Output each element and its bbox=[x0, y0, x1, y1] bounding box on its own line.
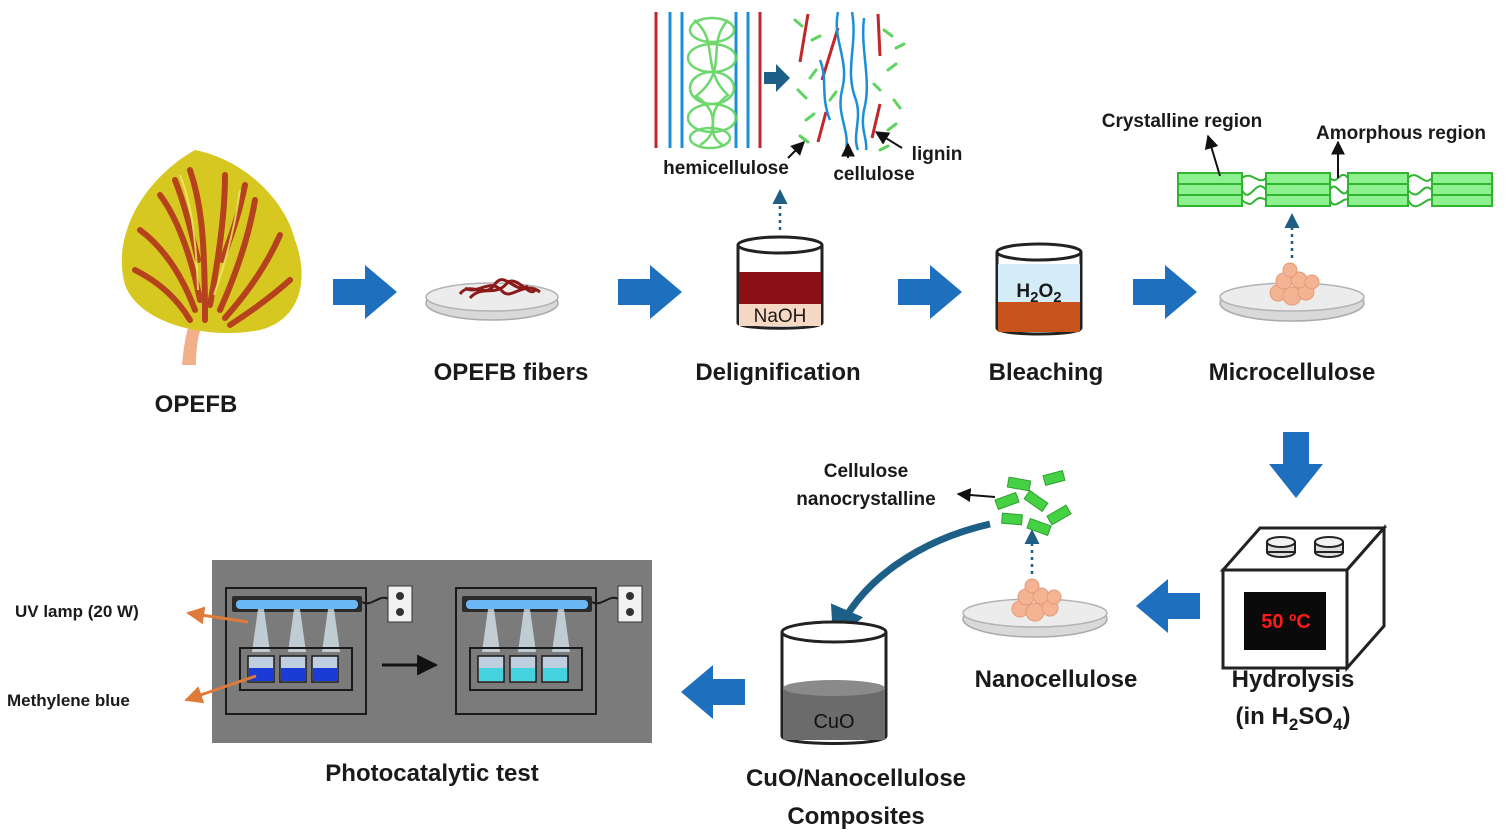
uv-lamp-pointer bbox=[186, 606, 249, 625]
nanocellulose-dish-icon bbox=[962, 578, 1108, 638]
composites-label-line2: Composites bbox=[787, 803, 924, 830]
hydrolysis-medium-sub2: 4 bbox=[1333, 715, 1343, 734]
hydrolysis-medium-sub1: 2 bbox=[1289, 715, 1298, 734]
nanocrystalline-label-line1: Cellulose bbox=[824, 461, 908, 482]
nanocellulose-label: Nanocellulose bbox=[975, 666, 1138, 693]
cellulose-chain-illustration bbox=[1177, 172, 1493, 208]
h2o2-o: O bbox=[1038, 281, 1053, 302]
reactor-knob-2 bbox=[1314, 536, 1344, 558]
flow-arrow-1 bbox=[333, 265, 397, 319]
nanocrystalline-label-line2: nanocrystalline bbox=[796, 489, 935, 510]
nanocrystalline-pointer bbox=[956, 488, 996, 502]
setup-before bbox=[225, 585, 413, 715]
cuo-beaker-icon bbox=[780, 620, 888, 745]
opefb-fibers-label: OPEFB fibers bbox=[434, 359, 589, 386]
h2o2-sub1: 2 bbox=[1030, 289, 1038, 306]
temperature-display: 50 ºC bbox=[1261, 611, 1311, 633]
opefb-bunch-icon bbox=[121, 150, 302, 365]
methylene-blue-pointer bbox=[184, 674, 257, 704]
amorphous-region-label: Amorphous region bbox=[1316, 123, 1486, 144]
hemicellulose-pointer bbox=[787, 141, 805, 159]
lignocellulose-after-illustration bbox=[793, 11, 906, 152]
hydrolysis-medium-prefix: (in H bbox=[1236, 703, 1289, 730]
microcellulose-dish-icon bbox=[1219, 262, 1365, 322]
lignocellulose-before-illustration bbox=[654, 12, 762, 150]
fibers-dish-icon bbox=[425, 278, 559, 321]
h2o2-sub2: 2 bbox=[1053, 289, 1061, 306]
hydrolysis-reactor-icon bbox=[1219, 524, 1388, 672]
methylene-blue-label: Methylene blue bbox=[7, 691, 130, 710]
composites-label-line1: CuO/Nanocellulose bbox=[746, 765, 966, 792]
photocatalytic-chamber bbox=[212, 560, 652, 743]
lignin-pointer bbox=[874, 131, 903, 149]
flow-arrow-down bbox=[1269, 432, 1323, 498]
h2o2-h: H bbox=[1016, 281, 1030, 302]
h2o2-beaker-icon bbox=[995, 242, 1083, 336]
bleaching-label: Bleaching bbox=[989, 359, 1104, 386]
transform-arrow-icon bbox=[764, 64, 790, 92]
hydrolysis-medium-mid: SO bbox=[1298, 703, 1333, 730]
flow-arrow-2 bbox=[618, 265, 682, 319]
flow-arrow-3 bbox=[898, 265, 962, 319]
hydrolysis-medium-label: (in H2SO4) bbox=[1236, 703, 1351, 734]
crystalline-pointer bbox=[1204, 134, 1221, 177]
flow-arrow-left-1 bbox=[1136, 579, 1200, 633]
photocatalytic-test-label: Photocatalytic test bbox=[325, 760, 538, 787]
h2o2-label: H2O2 bbox=[1016, 281, 1061, 306]
delignification-label: Delignification bbox=[695, 359, 860, 386]
nanocrystals-illustration bbox=[994, 469, 1072, 537]
transfer-curve-arrow bbox=[830, 520, 991, 643]
reactor-knob-1 bbox=[1266, 536, 1296, 558]
opefb-label: OPEFB bbox=[155, 391, 238, 418]
crystalline-region-label: Crystalline region bbox=[1102, 111, 1263, 132]
cuo-label: CuO bbox=[813, 711, 854, 733]
naoh-label: NaOH bbox=[754, 306, 807, 327]
cellulose-label: cellulose bbox=[833, 164, 914, 185]
hydrolysis-label: Hydrolysis bbox=[1232, 666, 1355, 693]
hydrolysis-medium-suffix: ) bbox=[1342, 703, 1350, 730]
flow-arrow-4 bbox=[1133, 265, 1197, 319]
uv-lamp-label: UV lamp (20 W) bbox=[15, 602, 139, 621]
flow-arrow-left-2 bbox=[681, 665, 745, 719]
hemicellulose-label: hemicellulose bbox=[663, 158, 789, 179]
lignin-label: lignin bbox=[912, 144, 963, 165]
microcellulose-label: Microcellulose bbox=[1209, 359, 1376, 386]
naoh-beaker-icon bbox=[736, 235, 824, 330]
setup-after bbox=[455, 585, 643, 715]
